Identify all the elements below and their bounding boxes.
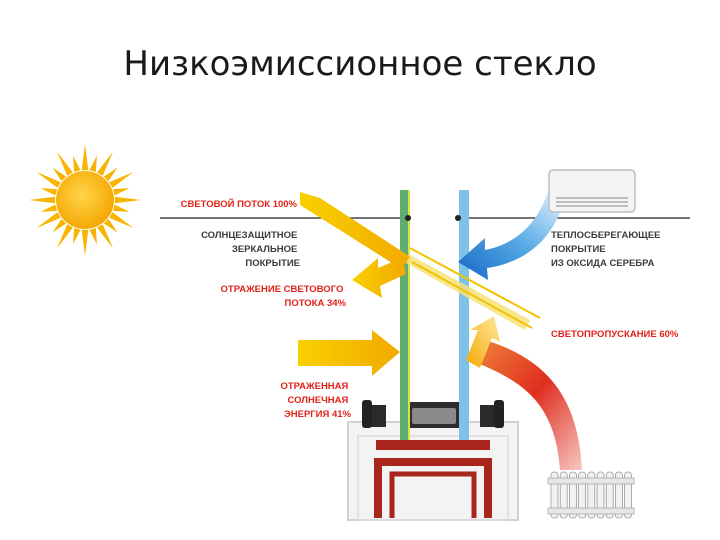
slide-title: Низкоэмиссионное стекло (123, 44, 597, 84)
window-frame (347, 400, 519, 521)
sun-ray (36, 212, 61, 228)
sun-ray (103, 167, 118, 182)
incoming-light-beam (300, 192, 541, 330)
radiator-icon (547, 471, 635, 519)
outer-glass-pane (400, 190, 410, 440)
sun-ray (109, 172, 134, 188)
label-light-transmission: СВЕТОПРОПУСКАНИЕ 60% (551, 329, 679, 340)
sun-ray (103, 218, 118, 233)
warm-air-stream (470, 338, 582, 470)
sun-ray (109, 212, 134, 228)
sun-ray (113, 204, 130, 212)
sun-ray (97, 224, 113, 249)
label-reflected-energy: ОТРАЖЕННАЯ СОЛНЕЧНАЯ ЭНЕРГИЯ 41% (280, 381, 351, 420)
sun-ray (89, 155, 97, 172)
sun-ray (52, 167, 67, 182)
sun-ray (29, 196, 56, 204)
inner-glass-pane (459, 190, 469, 440)
light-reflection-arrow (352, 258, 406, 298)
sun-ray (57, 151, 73, 176)
sun-ray (97, 151, 113, 176)
sun-ray (81, 229, 89, 256)
sun-ray (73, 155, 81, 172)
label-heat-coating: ТЕПЛОСБЕРЕГАЮЩЕЕ ПОКРЫТИЕ ИЗ ОКСИДА СЕРЕ… (551, 230, 663, 269)
light-transmission-arrow (466, 316, 500, 368)
label-light-flow: СВЕТОВОЙ ПОТОК 100% (181, 198, 298, 210)
sun-ray (36, 172, 61, 188)
sun-ray (73, 228, 81, 245)
sun-ray (57, 224, 73, 249)
label-light-reflection: ОТРАЖЕНИЕ СВЕТОВОГО ПОТОКА 34% (221, 284, 347, 309)
air-conditioner-icon (548, 169, 636, 213)
sun-ray (40, 204, 57, 212)
sun-ray (114, 196, 141, 204)
sun-ray (40, 188, 57, 196)
sun-ray (81, 144, 89, 171)
heat-reflection-arrow (458, 192, 565, 280)
sun-ray (52, 218, 67, 233)
sun-ray (113, 188, 130, 196)
sun-ray (89, 228, 97, 245)
solar-energy-arrow (298, 330, 400, 376)
label-sun-coating: СОЛНЦЕЗАЩИТНОЕ ЗЕРКАЛЬНОЕ ПОКРЫТИЕ (201, 230, 300, 269)
sun-icon (29, 144, 141, 256)
